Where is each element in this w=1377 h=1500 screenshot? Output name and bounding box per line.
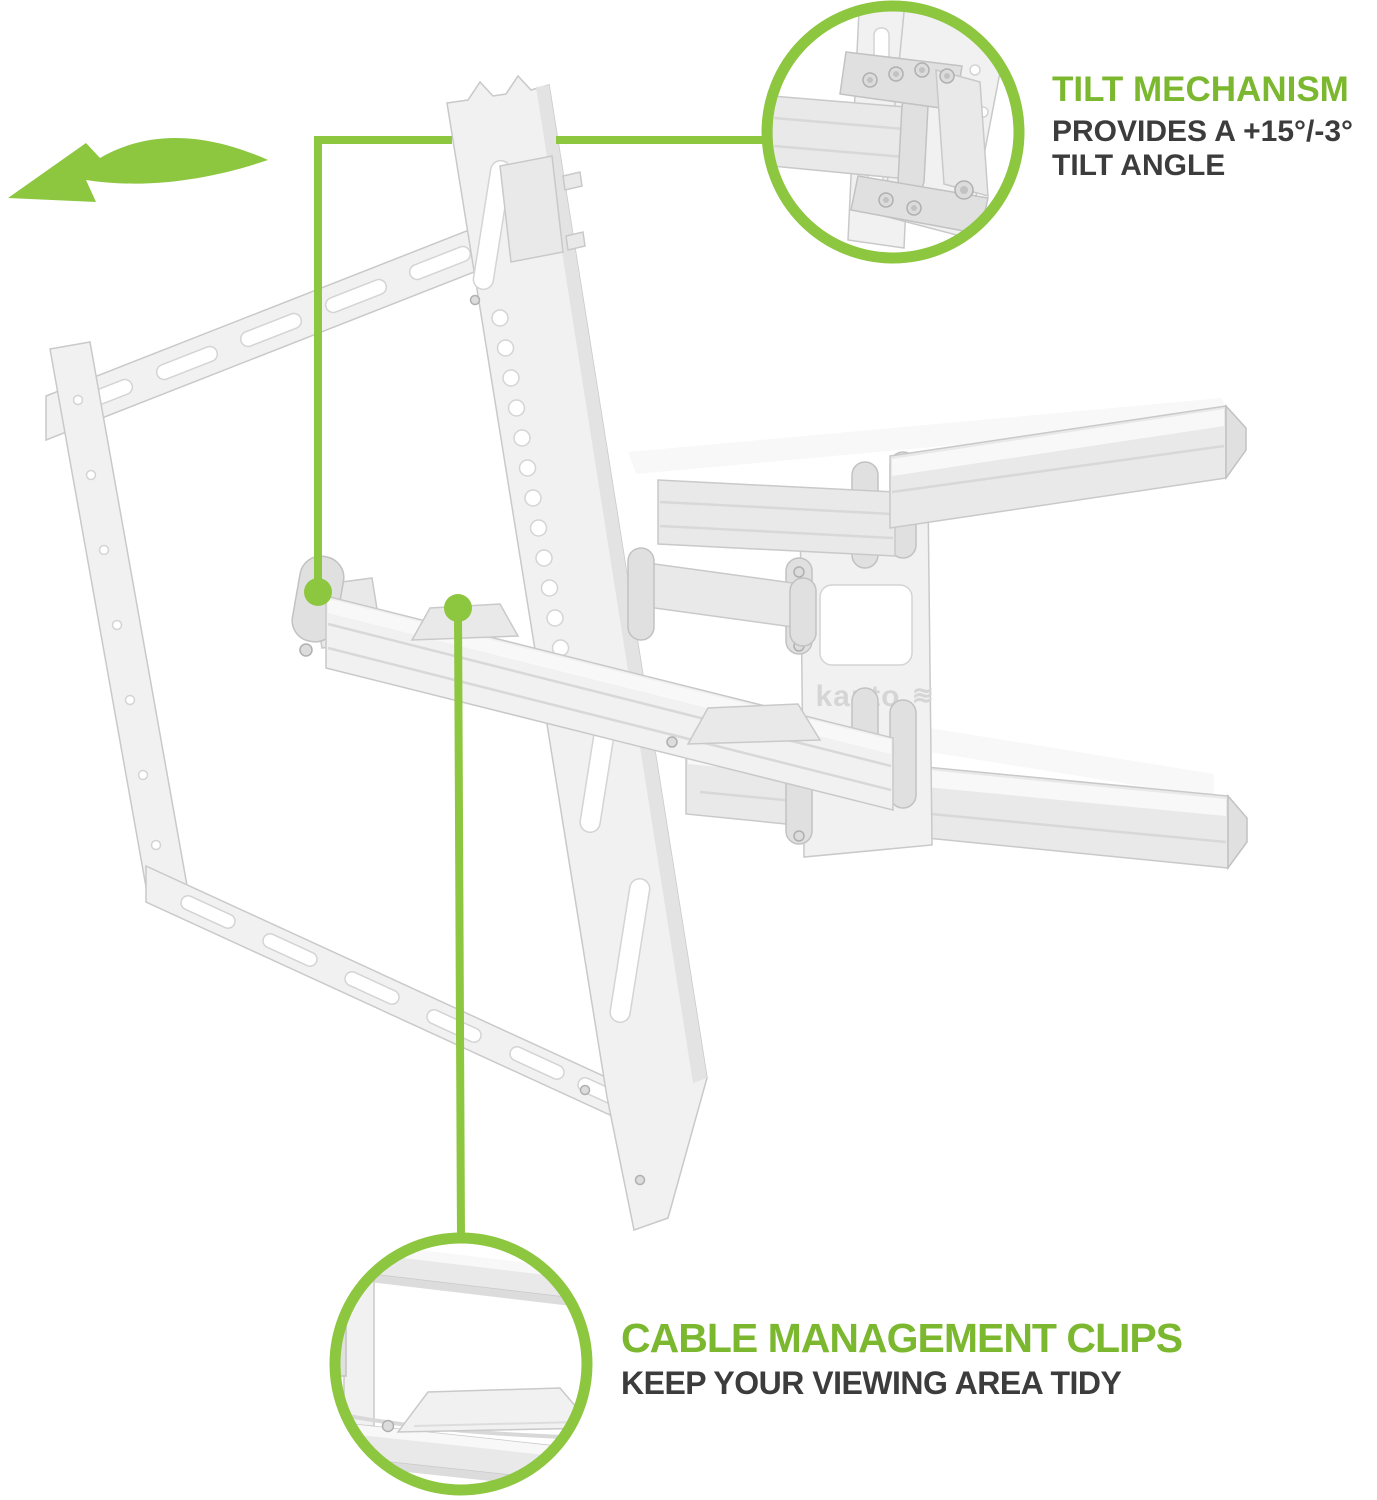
upper-slotted-rail [45,210,516,442]
closeup-clip-screw [381,1419,395,1433]
closeup-cable-clip [396,1387,582,1433]
cable-callout-title: CABLE MANAGEMENT CLIPS [621,1315,1183,1361]
swivel-arrow-icon [8,137,268,202]
plate-upper-slot [472,159,512,291]
plate-clamp [499,155,586,263]
cable-clip-rear [666,703,822,748]
closeup-hinge-post [897,95,929,193]
closeup-arm [772,95,919,181]
tilt-callout-circle [761,0,1025,264]
tilt-anchor-dot [304,578,332,606]
kanto-leaf-icon: ≋ [912,680,934,710]
extension-arms: kanto ≋ [628,398,1248,871]
left-vertical-rail [49,341,189,899]
tilt-closeup [772,11,1014,249]
plate-lower-slot-2 [609,878,651,1023]
tilt-callout-line2: TILT ANGLE [1052,148,1226,182]
closeup-bolts [862,62,974,216]
upper-rail-slots [70,245,472,414]
closeup-linkage [935,68,989,198]
tilt-leader-line [314,136,768,586]
cable-leader-line [454,611,465,1241]
cable-callout-circle [329,1232,593,1496]
bottom-fork-far-rail [930,728,1214,798]
tilt-circle-ring [761,0,1025,264]
upper-arm [627,547,817,647]
tv-bracket [45,74,708,1231]
cable-clip-front [410,603,520,641]
wall-plate-cutout [819,584,913,666]
top-fork-flat-panel [628,398,1230,474]
cable-anchor-dot [444,594,472,622]
top-extension-rail [657,404,1247,557]
tilt-callout-line1: PROVIDES A +15°/-3° [1052,115,1354,149]
plate-hole-column [491,309,570,657]
monitor-plate [446,74,708,1231]
top-inner-rail [657,479,896,557]
cable-management-callout: CABLE MANAGEMENT CLIPS KEEP YOUR VIEWING… [621,1315,1183,1402]
tilt-callout-title: TILT MECHANISM [1052,70,1349,109]
cable-callout-subtitle: KEEP YOUR VIEWING AREA TIDY [621,1364,1122,1401]
bottom-rail-end-cap [1227,793,1248,871]
top-rail-end-cap [1225,404,1247,481]
tilt-mechanism-callout: TILT MECHANISM PROVIDES A +15°/-3° TILT … [1052,70,1353,182]
plate-screws [469,294,646,1186]
left-rail-holes [72,394,162,851]
cable-circle-ring [329,1232,593,1496]
articulating-arms [325,547,894,811]
